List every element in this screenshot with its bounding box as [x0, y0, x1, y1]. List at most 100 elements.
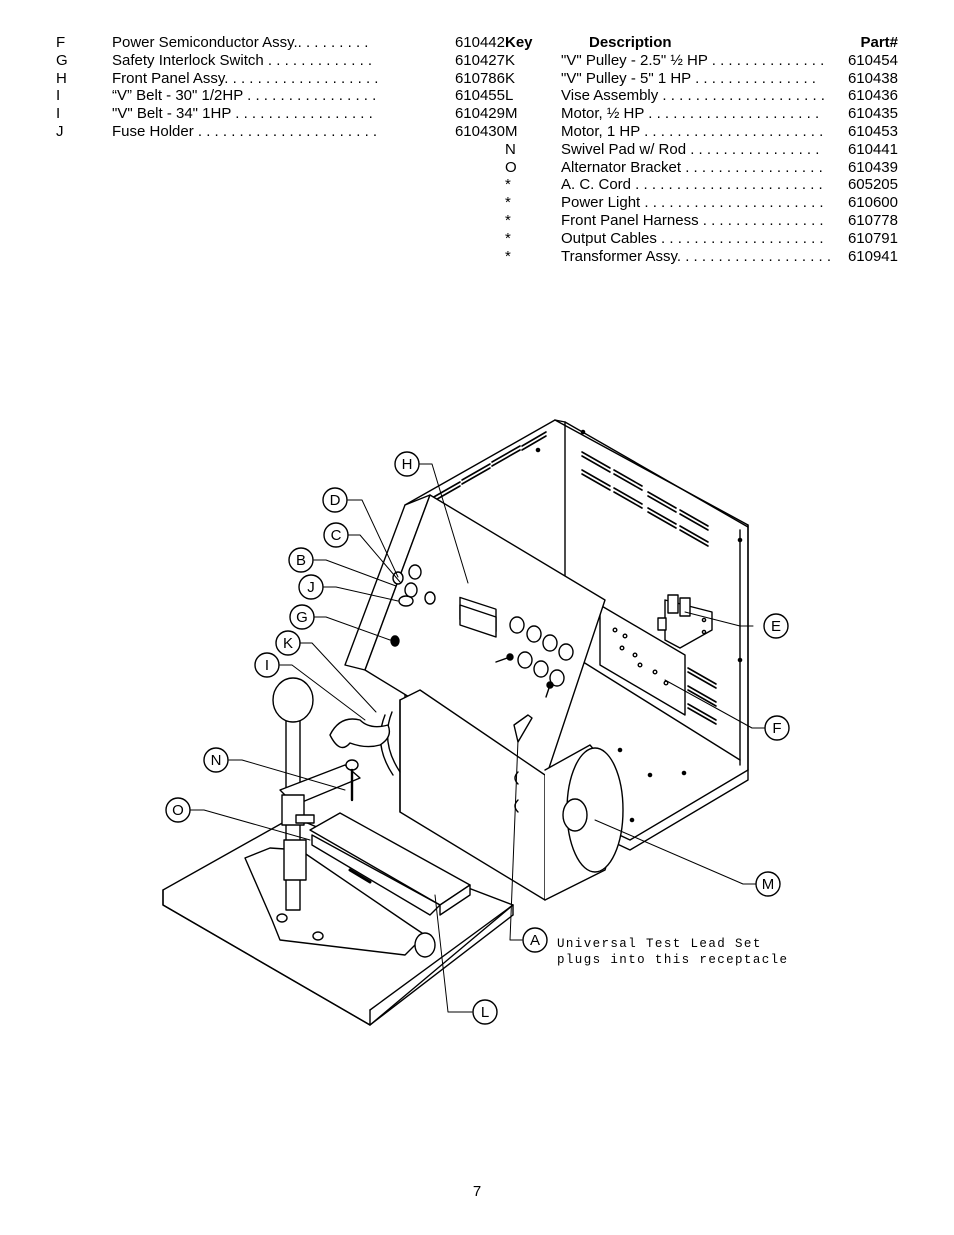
- panel-knobs: [509, 616, 574, 687]
- part-number: 610791: [847, 229, 898, 247]
- part-description: A. C. Cord . . . . . . . . . . . . . . .…: [561, 176, 823, 194]
- part-number: 610455: [454, 87, 505, 105]
- part-key: *: [505, 247, 511, 265]
- annotation-line-1: Universal Test Lead Set: [557, 937, 762, 951]
- part-key: H: [56, 69, 67, 87]
- callout-label: M: [762, 876, 775, 893]
- parts-row: * Front Panel Harness . . . . . . . . . .…: [505, 212, 900, 230]
- part-description: “V” Belt - 30" 1/2HP . . . . . . . . . .…: [112, 87, 377, 105]
- part-key: J: [56, 122, 64, 140]
- parts-row: * Transformer Assy. . . . . . . . . . . .…: [505, 248, 900, 266]
- part-number: 610436: [847, 87, 898, 105]
- part-number: 610441: [847, 140, 898, 158]
- part-number: 610427: [454, 51, 505, 69]
- callout-label: G: [296, 609, 308, 626]
- pulley-housing: [379, 689, 546, 901]
- callout-label: H: [402, 456, 413, 473]
- part-key: L: [505, 87, 514, 105]
- semiconductor-plate: [599, 604, 686, 716]
- parts-row: L Vise Assembly . . . . . . . . . . . . .…: [505, 87, 900, 105]
- parts-row: K "V" Pulley - 5" 1 HP . . . . . . . . . …: [505, 70, 900, 88]
- callout-label: I: [265, 657, 269, 674]
- part-number: 610778: [847, 211, 898, 229]
- callout-K: K: [275, 630, 301, 656]
- part-description: Motor, ½ HP . . . . . . . . . . . . . . …: [561, 105, 820, 123]
- parts-row: O Alternator Bracket . . . . . . . . . . …: [505, 159, 900, 177]
- parts-row: M Motor, ½ HP . . . . . . . . . . . . . .…: [505, 105, 900, 123]
- part-description: Vise Assembly . . . . . . . . . . . . . …: [561, 87, 825, 105]
- callout-label: C: [331, 527, 342, 544]
- part-key: I: [56, 87, 61, 105]
- callout-N: N: [203, 747, 229, 773]
- header-part: Part#: [860, 34, 898, 51]
- left-panel-components: [390, 564, 436, 647]
- part-description: "V" Belt - 34" 1HP . . . . . . . . . . .…: [112, 105, 373, 123]
- part-number: 610941: [847, 247, 898, 265]
- parts-list-right: Key Description Part# K"V" Pulley - 2.5"…: [505, 34, 900, 265]
- part-key: *: [505, 176, 511, 194]
- callout-I: I: [254, 652, 280, 678]
- callout-F: F: [764, 715, 790, 741]
- swivel-pad-rod: [272, 677, 391, 911]
- part-key: M: [505, 122, 518, 140]
- callout-label: J: [307, 579, 315, 596]
- parts-row: K"V" Pulley - 2.5" ½ HP . . . . . . . . …: [505, 52, 900, 70]
- part-number: 610438: [847, 69, 898, 87]
- callout-M: M: [755, 871, 781, 897]
- part-description: "V" Pulley - 5" 1 HP . . . . . . . . . .…: [561, 69, 816, 87]
- parts-row: H Front Panel Assy. . . . . . . . . . . .…: [56, 69, 505, 88]
- part-number: 610439: [847, 158, 898, 176]
- callout-D: D: [322, 487, 348, 513]
- part-key: N: [505, 140, 516, 158]
- callout-label: O: [172, 802, 184, 819]
- panel-toggles: [495, 653, 554, 698]
- part-description: Front Panel Assy. . . . . . . . . . . . …: [112, 69, 379, 87]
- callout-label: L: [481, 1004, 489, 1021]
- part-key: G: [56, 51, 68, 69]
- callout-label: K: [283, 635, 293, 652]
- part-number: 610430: [454, 122, 505, 140]
- part-number: 610600: [847, 194, 898, 212]
- callout-label: D: [330, 492, 341, 509]
- part-description: Fuse Holder . . . . . . . . . . . . . . …: [112, 122, 378, 140]
- part-key: I: [56, 105, 61, 123]
- part-number: 610453: [847, 122, 898, 140]
- parts-row: *Output Cables . . . . . . . . . . . . .…: [505, 230, 900, 248]
- part-description: Front Panel Harness . . . . . . . . . . …: [561, 211, 824, 229]
- callout-B: B: [288, 547, 314, 573]
- part-number: 610454: [847, 51, 898, 69]
- header-description: Description: [589, 34, 672, 51]
- part-number: 610429: [454, 105, 505, 123]
- motor: [544, 744, 624, 901]
- leader-lines: [189, 463, 766, 1013]
- part-key: *: [505, 211, 511, 229]
- parts-table-header: Key Description Part#: [505, 34, 900, 52]
- part-description: Alternator Bracket . . . . . . . . . . .…: [561, 158, 823, 176]
- part-key: M: [505, 105, 518, 123]
- part-description: Motor, 1 HP . . . . . . . . . . . . . . …: [561, 122, 824, 140]
- callout-label: F: [772, 720, 781, 737]
- callout-label: N: [211, 752, 222, 769]
- part-number: 605205: [847, 176, 898, 194]
- callout-E: E: [763, 613, 789, 639]
- receptacle: [513, 714, 533, 743]
- parts-row: J Fuse Holder . . . . . . . . . . . . . .…: [56, 122, 505, 141]
- callout-J: J: [298, 574, 324, 600]
- part-description: Safety Interlock Switch . . . . . . . . …: [112, 51, 373, 69]
- page-number: 7: [472, 1183, 482, 1200]
- interlock-switch-bracket: [657, 594, 713, 649]
- part-key: *: [505, 229, 511, 247]
- annotation-line-2: plugs into this receptacle: [557, 953, 788, 967]
- parts-row: M Motor, 1 HP . . . . . . . . . . . . . .…: [505, 123, 900, 141]
- part-key: K: [505, 69, 516, 87]
- callout-G: G: [289, 604, 315, 630]
- part-key: F: [56, 34, 66, 51]
- part-description: Power Light . . . . . . . . . . . . . . …: [561, 194, 824, 212]
- part-number: 610435: [847, 105, 898, 123]
- callout-L: L: [472, 999, 498, 1025]
- part-description: Transformer Assy. . . . . . . . . . . . …: [561, 247, 832, 265]
- part-key: O: [505, 158, 517, 176]
- callout-A: A: [522, 927, 548, 953]
